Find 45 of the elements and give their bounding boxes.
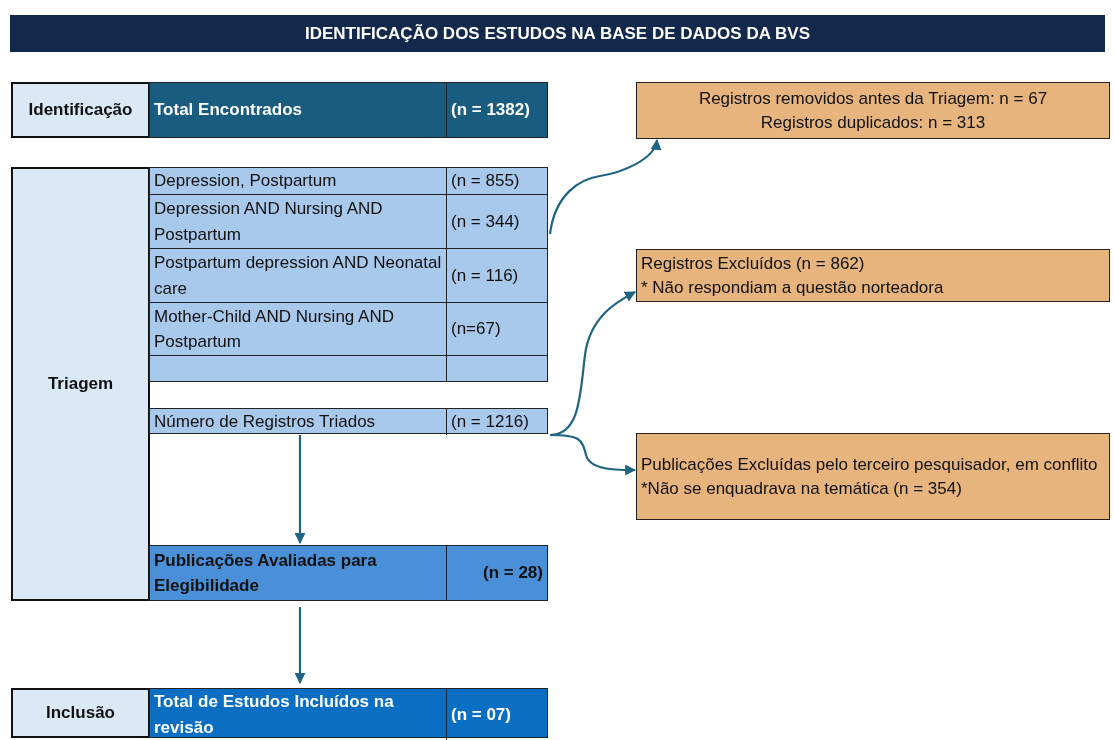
table-row <box>149 82 548 138</box>
stage-label: Inclusão <box>46 703 115 723</box>
row-label: Número de Registros Triados <box>154 411 376 433</box>
table-row <box>149 302 548 356</box>
note-text: *Não se enquadrava na temática (n = 354) <box>641 477 963 500</box>
title-text: IDENTIFICAÇÃO DOS ESTUDOS NA BASE DE DADOS DA BVS <box>305 23 810 44</box>
empty-table-row <box>149 355 548 382</box>
count-text: (n=67) <box>451 318 501 341</box>
row-label: Total Encontrados <box>154 99 302 122</box>
exclusion-box <box>636 249 1110 302</box>
count-text: (n = 116) <box>451 264 519 287</box>
note-text: Registros duplicados: n = 313 <box>759 111 987 134</box>
note-text: Publicações Excluídas pelo terceiro pesquisador, em conflito <box>641 453 1099 476</box>
arrow <box>550 433 637 476</box>
count-text: (n = 07) <box>451 703 511 726</box>
count-text: (n = 1216) <box>451 411 529 433</box>
table-row <box>149 194 548 249</box>
count-text: (n = 855) <box>451 170 520 193</box>
stage-box <box>11 688 150 738</box>
arrow <box>548 138 661 235</box>
table-row <box>149 408 548 434</box>
arrow <box>294 607 306 685</box>
row-label: Mother-Child AND Nursing AND Postpartum <box>154 305 395 353</box>
exclusion-box <box>636 433 1110 520</box>
stage-label: Identificação <box>28 100 133 120</box>
count-text: (n = 344) <box>451 210 520 233</box>
row-label: Depression, Postpartum <box>154 170 337 193</box>
table-row <box>149 167 548 195</box>
row-label: Publicações Avaliadas para Elegibilidade <box>154 549 378 597</box>
exclusion-box <box>636 82 1110 139</box>
note-text: Registros removidos antes da Triagem: n = 67 <box>697 87 1049 110</box>
table-row <box>149 248 548 303</box>
count-text: (n = 1382) <box>451 99 530 122</box>
stage-box <box>11 167 150 601</box>
count-text: (n = 28) <box>483 562 543 585</box>
note-text: Registros Excluídos (n = 862) <box>641 252 866 275</box>
row-label: Postpartum depression AND Neonatal care <box>154 252 442 300</box>
table-row <box>149 545 548 601</box>
row-label: Total de Estudos Incluídos na revisão <box>154 691 395 739</box>
row-label: Depression AND Nursing AND Postpartum <box>154 198 384 246</box>
note-text: * Não respondiam a questão norteadora <box>641 276 945 299</box>
stage-label: Triagem <box>47 374 114 394</box>
stage-box <box>11 82 150 138</box>
table-row <box>149 688 548 738</box>
arrow <box>294 435 306 545</box>
